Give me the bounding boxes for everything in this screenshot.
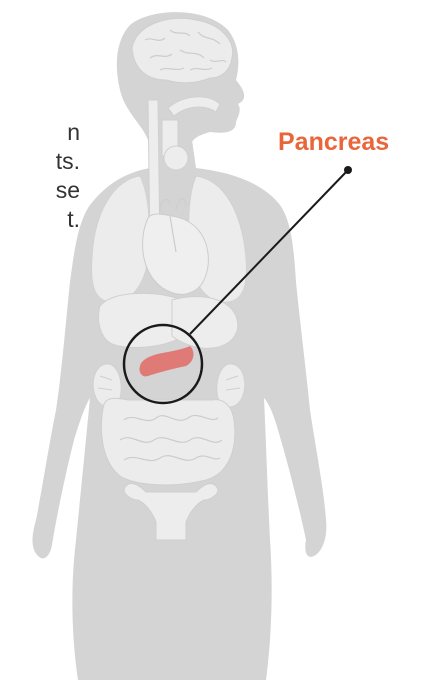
callout-leader-dot <box>344 166 352 174</box>
intestines <box>101 398 234 485</box>
brain <box>132 18 233 82</box>
liver-stomach <box>99 293 238 348</box>
pancreas-label: Pancreas <box>278 128 389 157</box>
